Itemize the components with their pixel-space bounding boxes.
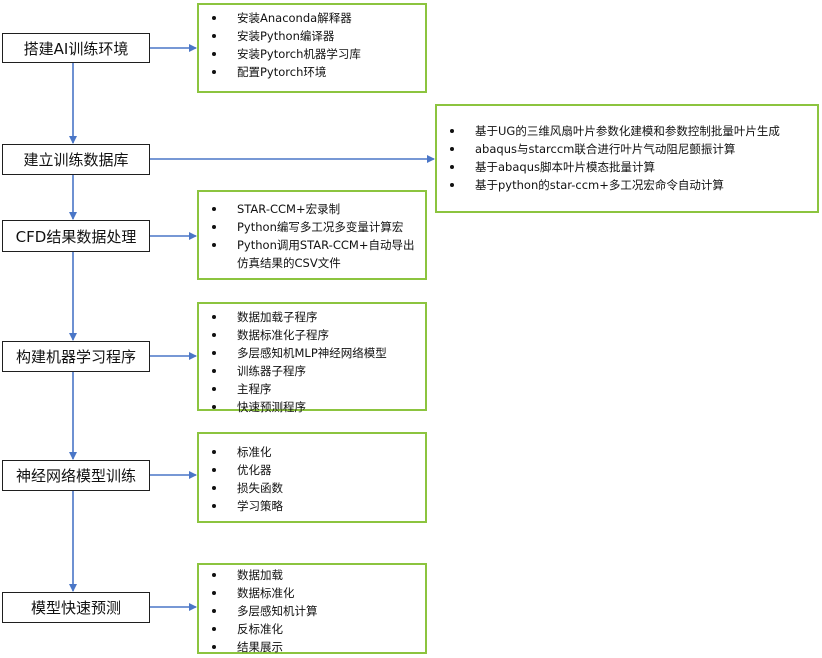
list-item: 安装Pytorch机器学习库 <box>209 45 419 63</box>
step-label: 构建机器学习程序 <box>15 348 136 366</box>
list-item: abaqus与starccm联合进行叶片气动阻尼颤振计算 <box>447 140 811 158</box>
step-box-build-ml-program: 构建机器学习程序 <box>2 341 150 372</box>
list-item: 基于abaqus脚本叶片模态批量计算 <box>447 158 811 176</box>
list-item: 多层感知机MLP神经网络模型 <box>209 344 419 362</box>
list-item: 学习策略 <box>209 497 419 515</box>
list-item: 数据标准化子程序 <box>209 326 419 344</box>
note-box-setup-ai-env: 安装Anaconda解释器 安装Python编译器 安装Pytorch机器学习库… <box>197 3 427 93</box>
note-box-build-ml-program: 数据加载子程序 数据标准化子程序 多层感知机MLP神经网络模型 训练器子程序 主… <box>197 302 427 414</box>
list-item: 主程序 <box>209 380 419 398</box>
note-box-build-database: 基于UG的三维风扇叶片参数化建模和参数控制批量叶片生成 abaqus与starc… <box>435 104 819 213</box>
step-label: 建立训练数据库 <box>23 151 129 169</box>
list-item: 安装Anaconda解释器 <box>209 9 419 27</box>
list-item: 基于python的star-ccm+多工况宏命令自动计算 <box>447 176 811 194</box>
list-item: 安装Python编译器 <box>209 27 419 45</box>
step-box-setup-ai-env: 搭建AI训练环境 <box>2 33 150 63</box>
list-item: 配置Pytorch环境 <box>209 63 419 81</box>
list-item: 损失函数 <box>209 479 419 497</box>
list-item: 数据标准化 <box>209 584 419 602</box>
list-item: 数据加载子程序 <box>209 308 419 326</box>
step-label: 搭建AI训练环境 <box>23 39 129 58</box>
list-item: 基于UG的三维风扇叶片参数化建模和参数控制批量叶片生成 <box>447 122 811 140</box>
note-box-fast-prediction: 数据加载 数据标准化 多层感知机计算 反标准化 结果展示 <box>197 563 427 654</box>
note-box-cfd-processing: STAR-CCM+宏录制 Python编写多工况多变量计算宏 Python调用S… <box>197 190 427 280</box>
step-box-cfd-processing: CFD结果数据处理 <box>2 220 150 252</box>
list-item: 训练器子程序 <box>209 362 419 380</box>
list-item: 多层感知机计算 <box>209 602 419 620</box>
list-item: STAR-CCM+宏录制 <box>209 200 419 218</box>
step-box-build-database: 建立训练数据库 <box>2 144 150 175</box>
list-item: 优化器 <box>209 461 419 479</box>
list-item: 反标准化 <box>209 620 419 638</box>
list-item: 标准化 <box>209 443 419 461</box>
step-label: 模型快速预测 <box>30 599 121 617</box>
step-label: CFD结果数据处理 <box>15 227 137 246</box>
list-item: 数据加载 <box>209 566 419 584</box>
step-box-nn-training: 神经网络模型训练 <box>2 460 150 491</box>
list-item: Python编写多工况多变量计算宏 <box>209 218 419 236</box>
step-box-fast-prediction: 模型快速预测 <box>2 592 150 623</box>
note-box-nn-training: 标准化 优化器 损失函数 学习策略 <box>197 432 427 523</box>
list-item: Python调用STAR-CCM+自动导出仿真结果的CSV文件 <box>209 236 419 272</box>
step-label: 神经网络模型训练 <box>15 467 136 485</box>
list-item: 快速预测程序 <box>209 398 419 416</box>
list-item: 结果展示 <box>209 638 419 656</box>
